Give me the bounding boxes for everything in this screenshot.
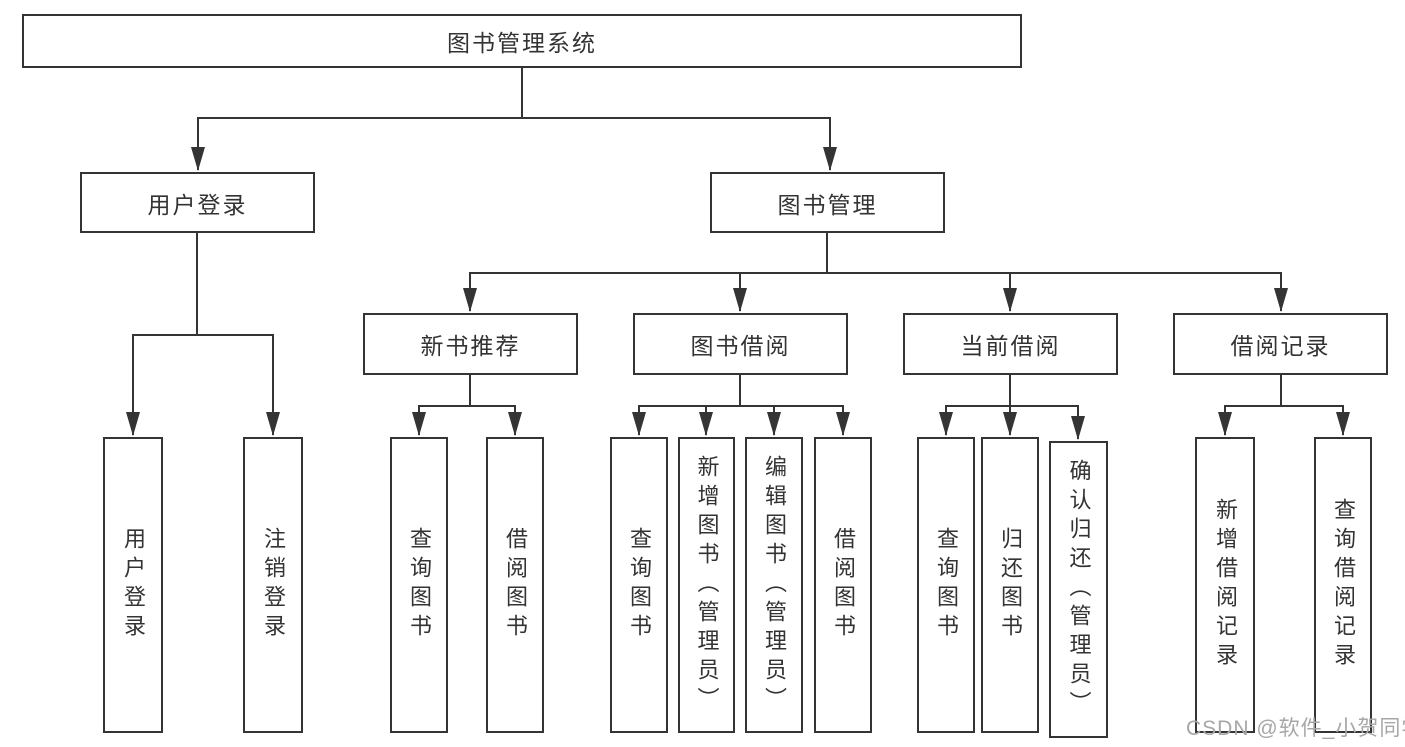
leaf-logout-label: 注销登录	[261, 527, 286, 643]
leaf-recommend-query-books: 查询图书	[390, 437, 448, 733]
node-book-management-label: 图书管理	[777, 191, 878, 218]
leaf-user-login-label: 用户登录	[121, 527, 146, 643]
leaf-records-query-record: 查询借阅记录	[1314, 437, 1372, 733]
node-new-book-recommend: 新书推荐	[363, 313, 578, 375]
leaf-borrowing-edit-books-admin: 编辑图书（管理员）	[745, 437, 803, 733]
leaf-current-query-books: 查询图书	[917, 437, 975, 733]
leaf-borrowing-edit-books-admin-label: 编辑图书（管理员）	[762, 454, 787, 716]
leaf-recommend-borrow-books-label: 借阅图书	[503, 527, 528, 643]
leaf-recommend-borrow-books: 借阅图书	[486, 437, 544, 733]
leaf-borrowing-borrow-books: 借阅图书	[814, 437, 872, 733]
leaf-current-query-books-label: 查询图书	[934, 527, 959, 643]
node-book-management: 图书管理	[710, 172, 945, 233]
node-current-borrowing-label: 当前借阅	[960, 333, 1061, 359]
node-current-borrowing: 当前借阅	[903, 313, 1118, 375]
node-root-system: 图书管理系统	[22, 14, 1022, 68]
csdn-watermark: CSDN @软件_小贺同学	[1186, 717, 1405, 740]
leaf-current-return-books: 归还图书	[981, 437, 1039, 733]
node-borrowing-records: 借阅记录	[1173, 313, 1388, 375]
node-user-login-branch: 用户登录	[80, 172, 315, 233]
leaf-borrowing-add-books-admin-label: 新增图书（管理员）	[694, 454, 720, 716]
leaf-borrowing-add-books-admin: 新增图书（管理员）	[678, 437, 735, 733]
node-book-borrowing-label: 图书借阅	[690, 333, 791, 359]
node-book-borrowing: 图书借阅	[633, 313, 848, 375]
node-borrowing-records-label: 借阅记录	[1230, 333, 1331, 359]
leaf-current-confirm-return-admin: 确认归还（管理员）	[1049, 441, 1108, 738]
node-new-book-recommend-label: 新书推荐	[420, 333, 521, 359]
leaf-records-query-record-label: 查询借阅记录	[1331, 498, 1356, 672]
leaf-user-login: 用户登录	[103, 437, 163, 733]
node-root-system-label: 图书管理系统	[447, 30, 597, 56]
node-user-login-branch-label: 用户登录	[147, 191, 248, 218]
leaf-current-return-books-label: 归还图书	[998, 527, 1023, 643]
leaf-borrowing-borrow-books-label: 借阅图书	[831, 527, 856, 643]
leaf-borrowing-query-books: 查询图书	[610, 437, 668, 733]
leaf-current-confirm-return-admin-label: 确认归还（管理员）	[1066, 459, 1092, 720]
leaf-borrowing-query-books-label: 查询图书	[627, 527, 652, 643]
leaf-recommend-query-books-label: 查询图书	[407, 527, 432, 643]
leaf-records-add-record-label: 新增借阅记录	[1213, 498, 1238, 672]
leaf-records-add-record: 新增借阅记录	[1195, 437, 1255, 733]
leaf-logout: 注销登录	[243, 437, 303, 733]
